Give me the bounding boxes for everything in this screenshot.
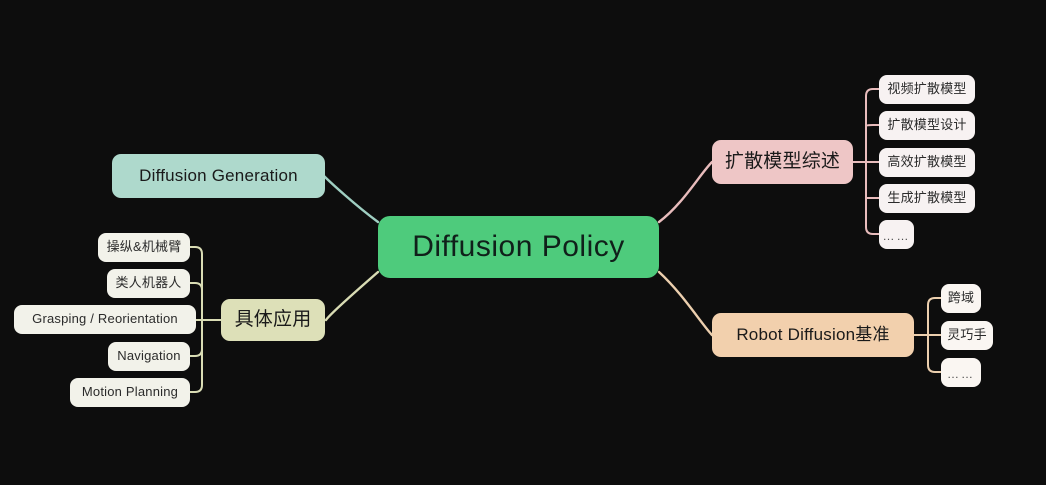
leaf-node-label: 高效扩散模型 — [887, 154, 967, 170]
leaf-node-diffusion-model-design[interactable]: 扩散模型设计 — [879, 111, 975, 140]
leaf-node-grasping-reorientation[interactable]: Grasping / Reorientation — [14, 305, 196, 334]
branch-node-label-diffusion-model-survey: 扩散模型综述 — [724, 151, 841, 173]
leaf-node-label: …… — [947, 367, 975, 382]
leaf-node-label: Grasping / Reorientation — [32, 311, 178, 327]
leaf-node-cross-domain[interactable]: 跨域 — [941, 284, 981, 313]
edge-survey-branch-4 — [865, 161, 880, 200]
leaf-node-label: 视频扩散模型 — [887, 81, 967, 97]
branch-node-label-robot-diffusion-benchmark: Robot Diffusion基准 — [736, 325, 890, 345]
branch-node-concrete-applications[interactable]: 具体应用 — [221, 299, 325, 341]
leaf-node-label: Navigation — [117, 348, 181, 364]
leaf-node-dexterous-hand[interactable]: 灵巧手 — [941, 321, 993, 350]
root-node-label: Diffusion Policy — [412, 229, 625, 263]
leaf-node-label: …… — [882, 229, 911, 244]
branch-node-label-diffusion-generation: Diffusion Generation — [139, 166, 298, 186]
leaf-node-label: 跨域 — [947, 290, 975, 306]
leaf-node-label: Motion Planning — [81, 384, 179, 400]
leaf-node-label: 灵巧手 — [947, 327, 987, 343]
leaf-node-label: 生成扩散模型 — [887, 190, 967, 206]
leaf-node-label: 类人机器人 — [115, 275, 182, 291]
leaf-node-manipulation-arm[interactable]: 操纵&机械臂 — [98, 233, 190, 262]
edge-survey-branch-5 — [865, 161, 880, 235]
leaf-node-benchmark-more[interactable]: …… — [941, 358, 981, 387]
edge-benchmark-branch-3 — [927, 334, 942, 373]
branch-node-diffusion-model-survey[interactable]: 扩散模型综述 — [712, 140, 853, 184]
branch-node-label-concrete-applications: 具体应用 — [234, 309, 312, 331]
leaf-node-video-diffusion-model[interactable]: 视频扩散模型 — [879, 75, 975, 104]
leaf-node-motion-planning[interactable]: Motion Planning — [70, 378, 190, 407]
leaf-node-generative-diffusion-model[interactable]: 生成扩散模型 — [879, 184, 975, 213]
root-node-diffusion-policy[interactable]: Diffusion Policy — [378, 216, 659, 278]
edge-root-to-diffusion-generation — [322, 174, 380, 224]
leaf-node-survey-more[interactable]: …… — [879, 220, 914, 249]
branch-node-robot-diffusion-benchmark[interactable]: Robot Diffusion基准 — [712, 313, 914, 357]
leaf-node-label: 操纵&机械臂 — [106, 239, 182, 255]
edge-root-to-robot-diffusion-benchmark — [657, 270, 714, 337]
edge-benchmark-branch-1 — [927, 297, 942, 336]
edge-survey-branch-1 — [865, 88, 880, 163]
leaf-node-navigation[interactable]: Navigation — [108, 342, 190, 371]
branch-node-diffusion-generation[interactable]: Diffusion Generation — [112, 154, 325, 198]
leaf-node-efficient-diffusion-model[interactable]: 高效扩散模型 — [879, 148, 975, 177]
edge-root-to-diffusion-model-survey — [657, 160, 714, 224]
leaf-node-label: 扩散模型设计 — [887, 117, 967, 133]
leaf-node-humanoid-robot[interactable]: 类人机器人 — [107, 269, 190, 298]
edge-survey-branch-2 — [865, 124, 880, 163]
edge-root-to-concrete-applications — [324, 270, 380, 322]
